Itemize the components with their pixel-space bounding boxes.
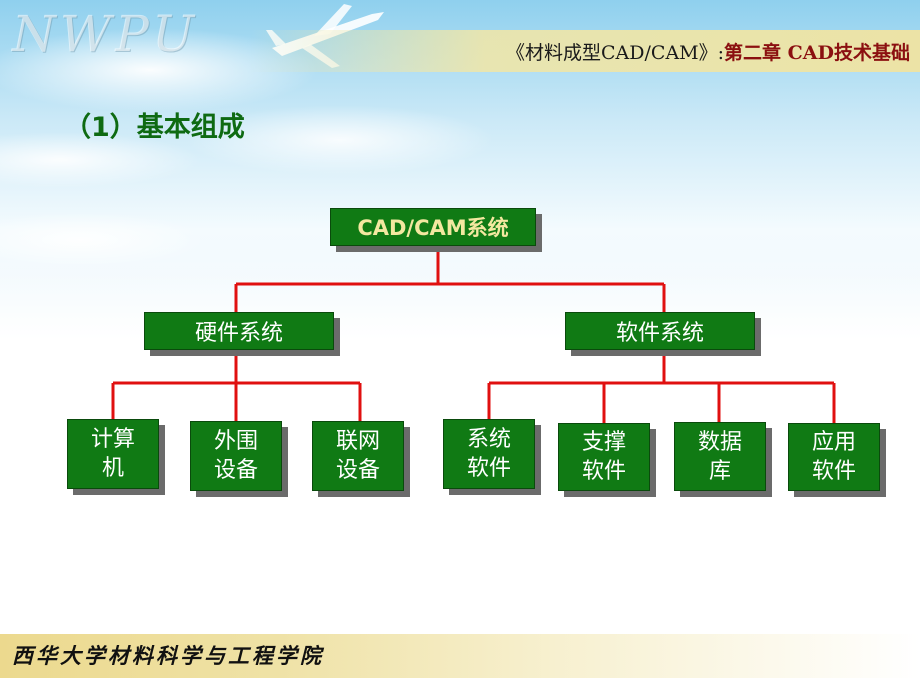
node-system-software-line1: 系统 [466, 427, 511, 452]
node-network-devices: 联网 设备 [312, 421, 404, 491]
node-application-line1: 应用 [811, 430, 856, 455]
university-logo: NWPU [12, 5, 199, 63]
node-database-line2: 库 [708, 458, 731, 484]
node-support-software: 支撑 软件 [558, 423, 650, 491]
node-hardware-system: 硬件系统 [144, 312, 334, 350]
node-application-line2: 软件 [811, 459, 856, 484]
node-network-line1: 联网 [335, 429, 380, 454]
header-course-title: 《材料成型CAD/CAM》:第二章 CAD技术基础 [506, 38, 910, 68]
section-title: （1）基本组成 [64, 112, 245, 143]
chapter-title: 第二章 CAD技术基础 [724, 42, 910, 64]
node-computer: 计算 机 [67, 419, 159, 489]
node-database: 数据 库 [674, 422, 766, 491]
node-computer-line1: 计算 [90, 427, 135, 452]
node-support-software-line1: 支撑 [581, 430, 626, 455]
root-node-cadcam-system: CAD/CAM系统 [330, 208, 536, 246]
header-bar [250, 30, 920, 72]
course-name: 《材料成型CAD/CAM》: [506, 42, 725, 64]
node-software-system: 软件系统 [565, 312, 755, 350]
node-support-software-line2: 软件 [581, 459, 626, 484]
node-computer-line2: 机 [101, 456, 124, 481]
node-peripheral-devices: 外围 设备 [190, 421, 282, 491]
node-peripheral-line1: 外围 [213, 429, 258, 454]
node-network-line2: 设备 [335, 458, 380, 483]
footer-bar [0, 634, 920, 678]
node-peripheral-line2: 设备 [213, 458, 258, 483]
node-system-software-line2: 软件 [466, 456, 511, 481]
node-application-software: 应用 软件 [788, 423, 880, 491]
footer-institution: 西华大学材料科学与工程学院 [12, 643, 324, 668]
node-database-line1: 数据 [697, 429, 742, 455]
node-system-software: 系统 软件 [443, 419, 535, 489]
